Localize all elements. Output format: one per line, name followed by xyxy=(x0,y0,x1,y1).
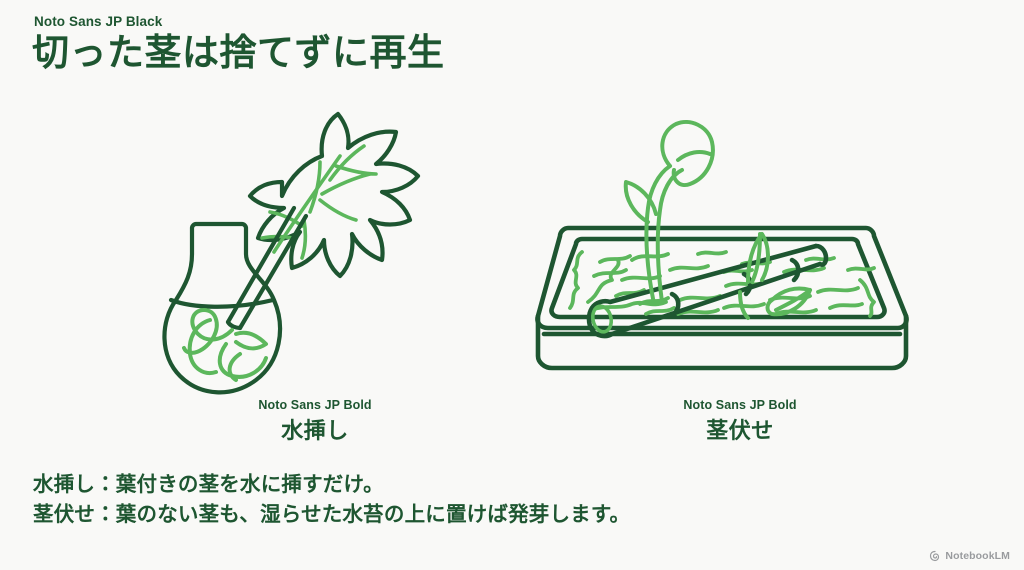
secondary-sprouts xyxy=(738,232,812,320)
body-text-line-1: 水挿し：葉付きの茎を水に挿すだけ。 xyxy=(33,473,384,496)
stem-sprout xyxy=(623,120,715,306)
water-line xyxy=(168,297,276,309)
stem-layering-illustration xyxy=(535,120,909,371)
body-text-line-2: 茎伏せ：葉のない茎も、湿らせた水苔の上に置けば発芽します。 xyxy=(33,502,631,526)
cut-stem xyxy=(586,243,829,339)
figure-water-propagation xyxy=(162,104,460,404)
illustration-row xyxy=(0,104,1024,404)
body-text-block: 水挿し：葉付きの茎を水に挿すだけ。 茎伏せ：葉のない茎も、湿らせた水苔の上に置け… xyxy=(33,470,933,529)
caption-stem-layering: Noto Sans JP Bold 茎伏せ xyxy=(545,398,935,444)
vase-outline xyxy=(162,221,283,395)
caption-water-propagation: Noto Sans JP Bold 水挿し xyxy=(150,398,480,444)
notebooklm-spark-icon xyxy=(929,550,941,562)
plant-stem xyxy=(225,205,309,331)
water-propagation-illustration xyxy=(162,111,421,395)
title-font-label: Noto Sans JP Black xyxy=(34,14,163,29)
notebooklm-watermark-label: NotebookLM xyxy=(945,550,1010,562)
slide-header: Noto Sans JP Black 切った茎は捨てずに再生 xyxy=(32,14,732,75)
caption-font-label: Noto Sans JP Bold xyxy=(258,398,372,412)
caption-title: 茎伏せ xyxy=(706,417,774,443)
figure-stem-layering xyxy=(530,104,920,404)
plant-roots xyxy=(182,308,268,382)
caption-title: 水挿し xyxy=(281,417,349,443)
stem-cut-end xyxy=(590,304,614,334)
notebooklm-watermark: NotebookLM xyxy=(929,550,1010,562)
monstera-leaf-outline xyxy=(247,111,421,279)
caption-font-label: Noto Sans JP Bold xyxy=(683,398,797,412)
page-title: 切った茎は捨てずに再生 xyxy=(32,32,445,74)
sphagnum-moss xyxy=(568,250,876,318)
